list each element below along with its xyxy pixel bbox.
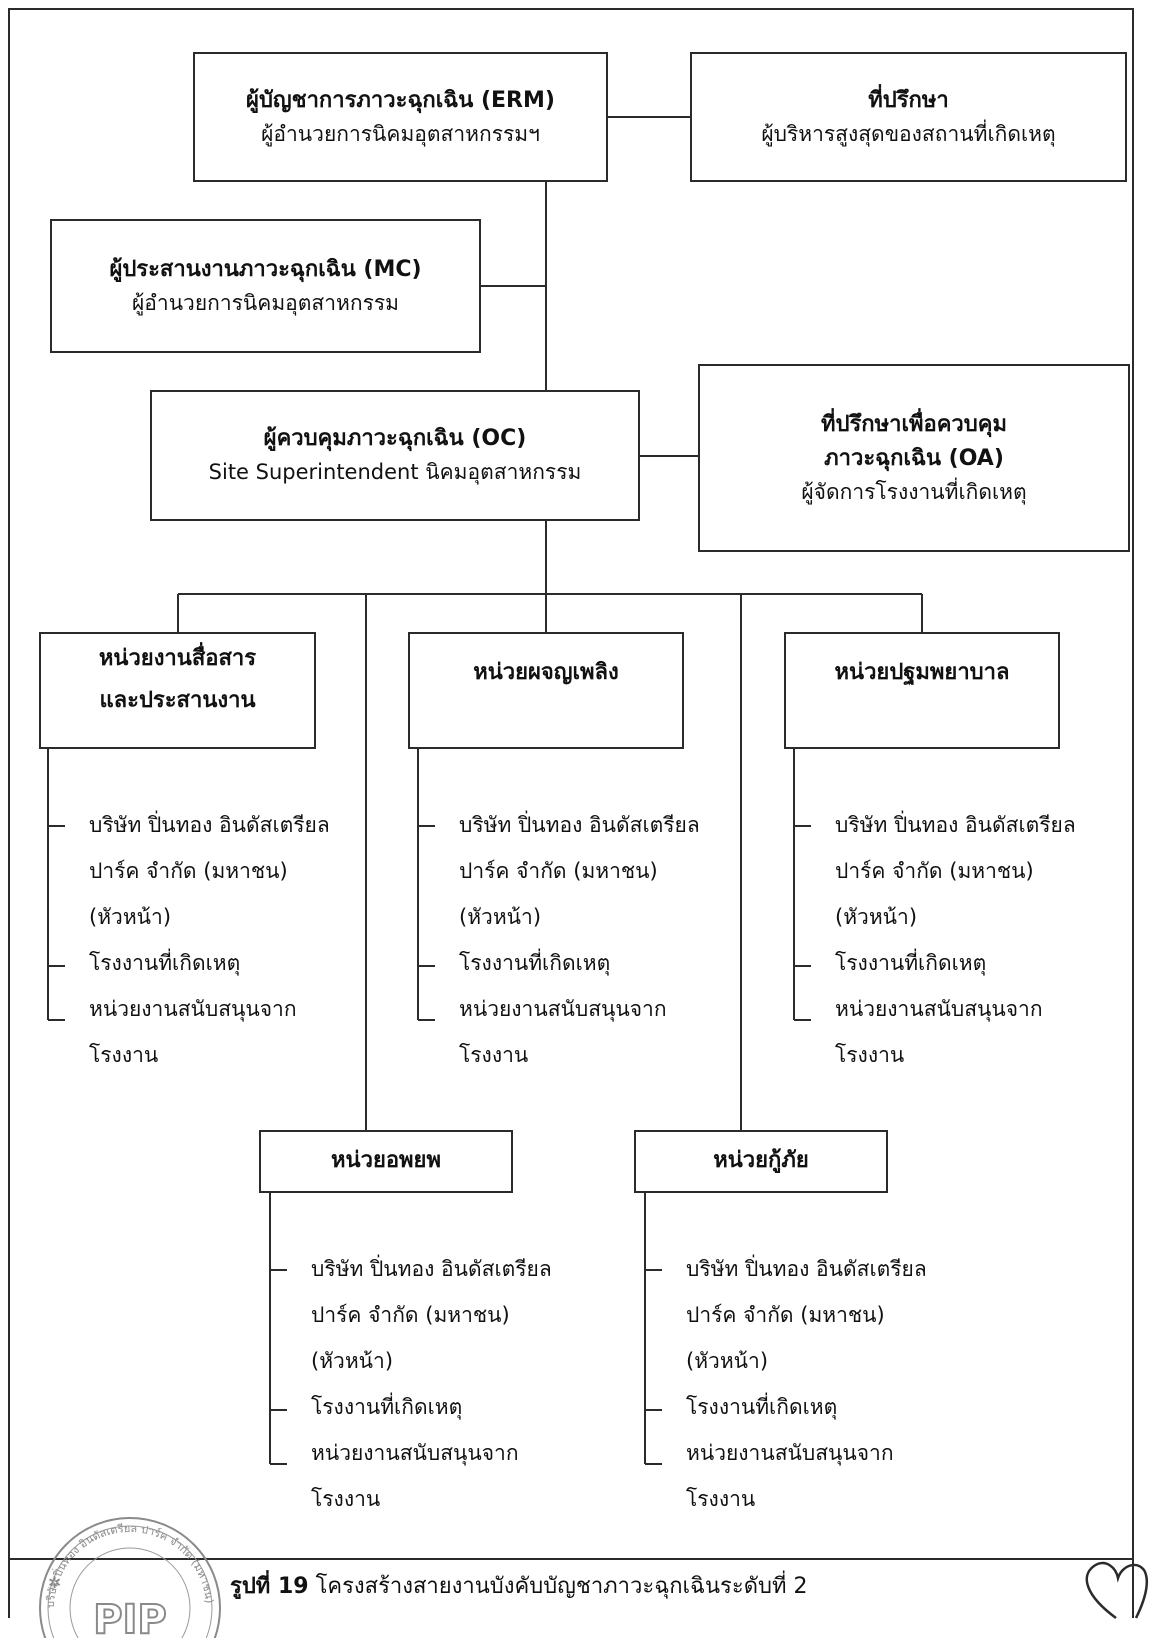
figure-title: โครงสร้างสายงานบังคับบัญชาภาวะฉุกเฉินระด… — [315, 1574, 808, 1599]
fire-unit-title: หน่วยผจญเพลิง — [473, 660, 619, 685]
rescue-unit-title: หน่วยกู้ภัย — [713, 1148, 809, 1174]
member-pip-line3: (หัวหน้า) — [686, 1349, 769, 1373]
member-site-factory: โรงงานที่เกิดเหตุ — [686, 1395, 838, 1419]
comm-unit-box: หน่วยงานสื่อสาร และประสานงาน — [39, 632, 316, 749]
company-seal-stamp: บริษัท ปิ่นทอง อินดัสเตรียล ปาร์ค จำกัด … — [39, 1517, 221, 1638]
oc-subtitle: Site Superintendent นิคมอุตสาหกรรม — [208, 460, 582, 485]
firstaid-members-list: บริษัท ปิ่นทอง อินดัสเตรียล ปาร์ค จำกัด … — [835, 802, 1076, 1078]
oa-title-line2: ภาวะฉุกเฉิน (OA) — [824, 445, 1004, 471]
erm-title: ผู้บัญชาการภาวะฉุกเฉิน (ERM) — [246, 87, 555, 113]
advisor-title: ที่ปรึกษา — [868, 87, 949, 113]
advisor-subtitle: ผู้บริหารสูงสุดของสถานที่เกิดเหตุ — [761, 121, 1056, 146]
mc-title: ผู้ประสานงานภาวะฉุกเฉิน (MC) — [109, 256, 422, 282]
heart-icon — [1085, 1561, 1148, 1619]
seal-ring-text: บริษัท ปิ่นทอง อินดัสเตรียล ปาร์ค จำกัด … — [44, 1522, 216, 1608]
member-pip-line2: ปาร์ค จำกัด (มหาชน) — [89, 859, 288, 883]
member-support-line1: หน่วยงานสนับสนุนจาก — [89, 997, 297, 1021]
member-site-factory: โรงงานที่เกิดเหตุ — [89, 951, 241, 975]
evac-unit-box: หน่วยอพยพ — [259, 1130, 513, 1193]
fire-members-list: บริษัท ปิ่นทอง อินดัสเตรียล ปาร์ค จำกัด … — [459, 802, 700, 1078]
firstaid-unit-box: หน่วยปฐมพยาบาล — [784, 632, 1060, 749]
caption-divider — [8, 1558, 1134, 1560]
comm-unit-title-line2: และประสานงาน — [99, 687, 256, 713]
member-pip-line1: บริษัท ปิ่นทอง อินดัสเตรียล — [89, 813, 330, 837]
member-support-line2: โรงงาน — [686, 1487, 756, 1511]
member-pip-line3: (หัวหน้า) — [311, 1349, 394, 1373]
member-support-line2: โรงงาน — [311, 1487, 381, 1511]
rescue-unit-box: หน่วยกู้ภัย — [634, 1130, 888, 1193]
oc-box: ผู้ควบคุมภาวะฉุกเฉิน (OC) Site Superinte… — [150, 390, 640, 521]
member-pip-line1: บริษัท ปิ่นทอง อินดัสเตรียล — [835, 813, 1076, 837]
member-support-line1: หน่วยงานสนับสนุนจาก — [835, 997, 1043, 1021]
member-pip-line1: บริษัท ปิ่นทอง อินดัสเตรียล — [686, 1257, 927, 1281]
member-support-line2: โรงงาน — [89, 1043, 159, 1067]
member-pip-line2: ปาร์ค จำกัด (มหาชน) — [686, 1303, 885, 1327]
oa-subtitle: ผู้จัดการโรงงานที่เกิดเหตุ — [801, 479, 1027, 504]
member-support-line1: หน่วยงานสนับสนุนจาก — [686, 1441, 894, 1465]
oc-title: ผู้ควบคุมภาวะฉุกเฉิน (OC) — [263, 426, 527, 452]
member-pip-line2: ปาร์ค จำกัด (มหาชน) — [311, 1303, 510, 1327]
member-pip-line3: (หัวหน้า) — [89, 905, 172, 929]
advisor-box: ที่ปรึกษา ผู้บริหารสูงสุดของสถานที่เกิดเ… — [690, 52, 1127, 182]
member-pip-line3: (หัวหน้า) — [459, 905, 542, 929]
member-site-factory: โรงงานที่เกิดเหตุ — [835, 951, 987, 975]
member-support-line2: โรงงาน — [459, 1043, 529, 1067]
rescue-members-list: บริษัท ปิ่นทอง อินดัสเตรียล ปาร์ค จำกัด … — [686, 1246, 927, 1522]
oa-title-line1: ที่ปรึกษาเพื่อควบคุม — [821, 411, 1007, 437]
member-pip-line3: (หัวหน้า) — [835, 905, 918, 929]
member-support-line2: โรงงาน — [835, 1043, 905, 1067]
comm-members-list: บริษัท ปิ่นทอง อินดัสเตรียล ปาร์ค จำกัด … — [89, 802, 330, 1078]
member-pip-line1: บริษัท ปิ่นทอง อินดัสเตรียล — [311, 1257, 552, 1281]
member-support-line1: หน่วยงานสนับสนุนจาก — [459, 997, 667, 1021]
page-frame — [8, 8, 1134, 1618]
comm-unit-title-line1: หน่วยงานสื่อสาร — [98, 646, 257, 671]
evac-unit-title: หน่วยอพยพ — [331, 1148, 441, 1174]
figure-number: รูปที่ 19 — [230, 1574, 309, 1599]
mc-box: ผู้ประสานงานภาวะฉุกเฉิน (MC) ผู้อำนวยการ… — [50, 219, 481, 353]
member-pip-line1: บริษัท ปิ่นทอง อินดัสเตรียล — [459, 813, 700, 837]
member-site-factory: โรงงานที่เกิดเหตุ — [459, 951, 611, 975]
mc-subtitle: ผู้อำนวยการนิคมอุตสาหกรรม — [131, 290, 399, 315]
firstaid-unit-title: หน่วยปฐมพยาบาล — [834, 660, 1010, 685]
member-support-line1: หน่วยงานสนับสนุนจาก — [311, 1441, 519, 1465]
evac-members-list: บริษัท ปิ่นทอง อินดัสเตรียล ปาร์ค จำกัด … — [311, 1246, 552, 1522]
erm-box: ผู้บัญชาการภาวะฉุกเฉิน (ERM) ผู้อำนวยการ… — [193, 52, 608, 182]
figure-caption: รูปที่ 19 โครงสร้างสายงานบังคับบัญชาภาวะ… — [230, 1568, 807, 1603]
member-pip-line2: ปาร์ค จำกัด (มหาชน) — [459, 859, 658, 883]
oa-box: ที่ปรึกษาเพื่อควบคุม ภาวะฉุกเฉิน (OA) ผู… — [698, 364, 1130, 552]
member-pip-line2: ปาร์ค จำกัด (มหาชน) — [835, 859, 1034, 883]
erm-subtitle: ผู้อำนวยการนิคมอุตสาหกรรมฯ — [261, 121, 540, 146]
fire-unit-box: หน่วยผจญเพลิง — [408, 632, 684, 749]
seal-star-icon: ✲ — [48, 1573, 61, 1592]
seal-logo: PIP — [93, 1597, 167, 1638]
member-site-factory: โรงงานที่เกิดเหตุ — [311, 1395, 463, 1419]
